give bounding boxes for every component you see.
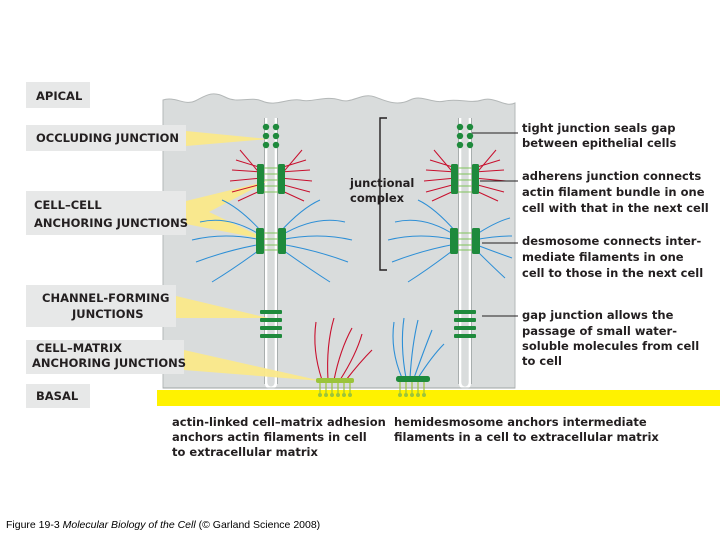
gap-junction-text-4: to cell xyxy=(522,354,562,368)
actin-linked-text-3: to extracellular matrix xyxy=(172,445,318,459)
adherens-junction-text-3: cell with that in the next cell xyxy=(522,201,709,215)
junctional-complex-bracket xyxy=(379,117,387,271)
junctional-complex-label-1: junctional xyxy=(349,176,414,190)
tight-junctions xyxy=(262,123,474,149)
tight-junction-text-1: tight junction seals gap xyxy=(522,121,675,135)
adherens-junction-text-1: adherens junction connects xyxy=(522,169,701,183)
gap-junction-text-1: gap junction allows the xyxy=(522,308,674,322)
hemidesmosome-text-2: filaments in a cell to extracellular mat… xyxy=(394,430,659,444)
hemidesmosome-text-1: hemidesmosome anchors intermediate xyxy=(394,415,647,429)
actin-linked-adhesion xyxy=(314,317,373,397)
cell-matrix-label-2: ANCHORING JUNCTIONS xyxy=(32,356,186,370)
gap-junction-text-2: passage of small water- xyxy=(522,324,677,338)
apical-label: APICAL xyxy=(36,89,83,103)
gap-junctions xyxy=(260,310,476,338)
desmosome-text-2: mediate filaments in one xyxy=(522,250,684,264)
adherens-junction-text-2: actin filament bundle in one xyxy=(522,185,705,199)
junctional-complex-label-2: complex xyxy=(350,191,405,205)
basal-label: BASAL xyxy=(36,389,79,403)
caption-suffix: (© Garland Science 2008) xyxy=(195,519,321,531)
actin-linked-text-2: anchors actin filaments in cell xyxy=(172,430,367,444)
desmosome-text-3: cell to those in the next cell xyxy=(522,266,703,280)
hemidesmosome xyxy=(392,317,445,397)
tight-junction-text-2: between epithelial cells xyxy=(522,136,676,150)
cell-cell-label-1: CELL–CELL xyxy=(34,198,102,212)
channel-forming-label-1: CHANNEL-FORMING xyxy=(42,291,169,305)
figure-caption: Figure 19-3 Molecular Biology of the Cel… xyxy=(6,519,320,531)
gap-junction-text-3: soluble molecules from cell xyxy=(522,339,699,353)
right-leader-lines xyxy=(472,132,518,317)
adherens-junctions xyxy=(257,164,479,194)
occluding-junction-label: OCCLUDING JUNCTION xyxy=(36,131,179,145)
left-label-boxes xyxy=(26,82,186,408)
caption-book-title: Molecular Biology of the Cell xyxy=(62,519,196,531)
cell-matrix-label-1: CELL–MATRIX xyxy=(36,341,122,355)
desmosome-text-1: desmosome connects inter- xyxy=(522,234,701,248)
actin-linked-text-1: actin-linked cell–matrix adhesion xyxy=(172,415,386,429)
channel-forming-label-2: JUNCTIONS xyxy=(71,307,144,321)
caption-prefix: Figure 19-3 xyxy=(6,519,63,531)
desmosomes xyxy=(256,228,480,254)
basal-lamina xyxy=(157,390,720,406)
cell-cell-label-2: ANCHORING JUNCTIONS xyxy=(34,216,188,230)
